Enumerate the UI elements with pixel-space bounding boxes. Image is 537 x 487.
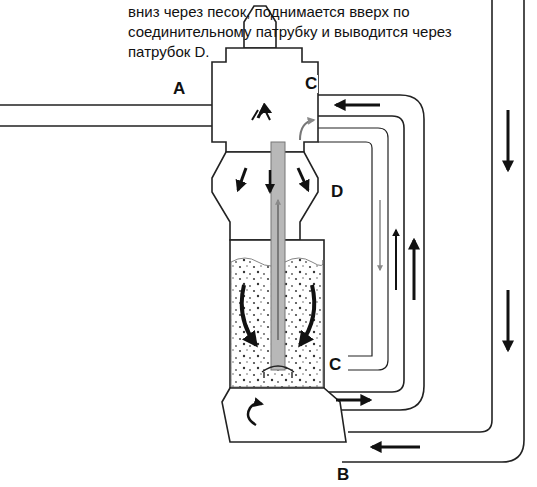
flow-arrows: [238, 105, 508, 447]
port-letter: C: [328, 356, 342, 374]
port-letter: D: [330, 183, 344, 201]
central-pipe: [271, 142, 285, 370]
port-letter: A: [172, 80, 186, 98]
port-letter: B: [336, 466, 350, 484]
collector: [262, 366, 294, 378]
pipes: [0, 0, 524, 462]
outlet-arrow: [379, 200, 381, 270]
port-letter: C: [304, 75, 318, 93]
return-arrow: [395, 230, 397, 290]
filter-housing: [212, 6, 346, 442]
caption-note: вниз через песок, поднимается вверх по с…: [128, 2, 480, 62]
